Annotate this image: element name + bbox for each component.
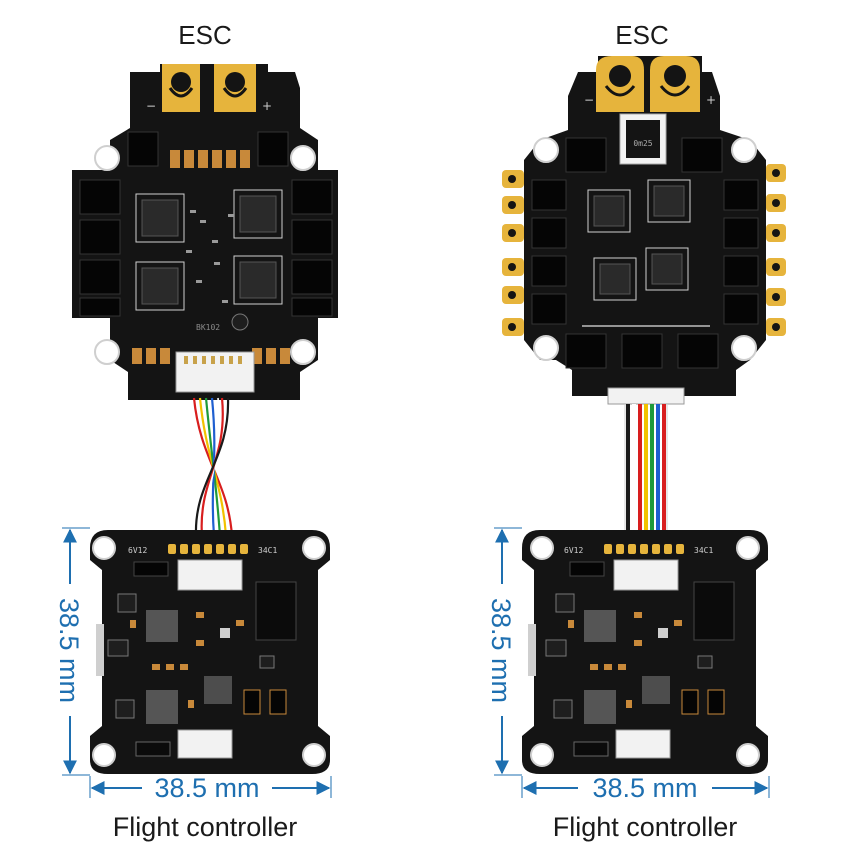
left-esc-mount-hole	[290, 145, 316, 171]
left-esc-chip-text: BK102	[196, 323, 220, 332]
right-flight-controller-board: 6V12 34C1	[522, 530, 768, 774]
left-esc-mount-hole	[94, 145, 120, 171]
right-esc-mount-hole	[731, 335, 757, 361]
left-wire-harness	[192, 397, 234, 537]
right-fc-label: Flight controller	[553, 812, 738, 842]
right-fc-mount-hole	[530, 536, 554, 560]
right-esc-mount-hole	[533, 137, 559, 163]
left-fc-mount-hole	[302, 536, 326, 560]
right-esc-board: − + 0m25	[502, 56, 786, 405]
left-fc-pin-label-left: 6V12	[128, 546, 147, 555]
left-fc-mount-hole	[302, 743, 326, 767]
right-esc-label: ESC	[615, 20, 668, 50]
left-flight-controller-board: 6V12 34C1	[90, 530, 330, 774]
right-fc-mount-hole	[530, 743, 554, 767]
left-esc-mount-hole	[94, 339, 120, 365]
right-wire-harness	[624, 404, 668, 540]
right-fc-top-connector	[613, 559, 679, 591]
left-fc-label: Flight controller	[113, 812, 298, 842]
right-fc-pin-label-right: 34C1	[694, 546, 713, 555]
left-esc-board: − +	[72, 64, 338, 400]
right-fc-mount-hole	[736, 743, 760, 767]
right-esc-mount-hole	[731, 137, 757, 163]
left-height-dimension-label: 38.5 mm	[54, 598, 84, 703]
svg-text:−: −	[146, 99, 156, 113]
left-fc-top-connector	[177, 559, 243, 591]
svg-text:+: +	[706, 93, 716, 107]
right-width-dimension-label: 38.5 mm	[592, 773, 697, 803]
left-fc-mount-hole	[92, 743, 116, 767]
right-fc-bottom-connector	[615, 729, 671, 759]
left-esc-mount-hole	[290, 339, 316, 365]
svg-text:−: −	[584, 93, 594, 107]
right-height-dimension: 38.5 mm	[486, 527, 522, 776]
left-fc-pin-label-right: 34C1	[258, 546, 277, 555]
left-width-dimension-label: 38.5 mm	[154, 773, 259, 803]
right-fc-mount-hole	[736, 536, 760, 560]
left-fc-mount-hole	[92, 536, 116, 560]
right-esc-mount-hole	[533, 335, 559, 361]
right-esc-shunt-text: 0m25	[633, 139, 652, 148]
right-height-dimension-label: 38.5 mm	[486, 598, 516, 703]
right-width-dimension: 38.5 mm	[521, 773, 770, 803]
left-esc-label: ESC	[178, 20, 231, 50]
right-esc-connector	[607, 387, 685, 405]
left-fc-bottom-connector	[177, 729, 233, 759]
left-width-dimension: 38.5 mm	[89, 773, 332, 803]
svg-text:+: +	[262, 99, 272, 113]
right-fc-pin-label-left: 6V12	[564, 546, 583, 555]
left-height-dimension: 38.5 mm	[54, 527, 90, 776]
